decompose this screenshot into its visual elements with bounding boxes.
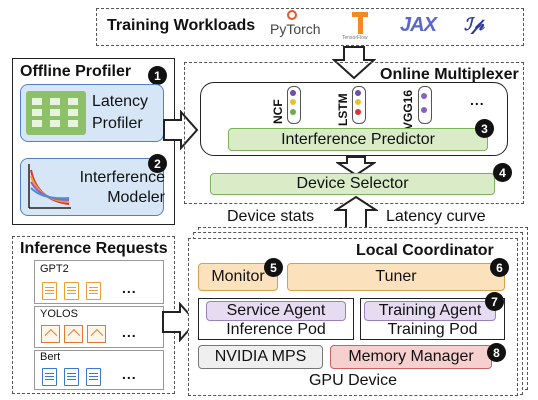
device-selector-box: Device Selector — [210, 173, 495, 195]
latency-profiler-label: Latency Profiler — [92, 93, 149, 132]
offline-profiler-title: Offline Profiler — [20, 63, 132, 80]
gpt2-doc-icon-1 — [42, 282, 57, 300]
interference-modeler-box — [20, 158, 164, 216]
training-pod-box — [360, 298, 505, 340]
local-coordinator-title: Local Coordinator — [356, 242, 494, 259]
yolos-image-icon-1 — [41, 325, 60, 343]
nvidia-mps-box: NVIDIA MPS — [198, 345, 323, 369]
bert-doc-icon-2 — [64, 368, 79, 386]
pytorch-logo: PyTorch — [270, 21, 321, 37]
yolos-image-icon-3 — [87, 325, 106, 343]
badge-3: 3 — [475, 119, 494, 138]
badge-2: 2 — [148, 154, 167, 173]
gpu-device-label: GPU Device — [308, 372, 398, 389]
online-multiplexer-title: Online Multiplexer — [380, 66, 519, 83]
training-workloads-title: Training Workloads — [107, 17, 256, 34]
tensorflow-logo: TensorFlow — [342, 35, 368, 41]
curve-chart-icon — [28, 164, 71, 209]
training-pod-label: Training Pod — [387, 321, 478, 338]
gpt2-doc-icon-2 — [64, 282, 79, 300]
predictor-to-selector-arrow — [336, 156, 376, 176]
interference-predictor-box: Interference Predictor — [228, 128, 488, 151]
pytorch-flame-icon — [287, 10, 297, 20]
yolos-more: ... — [122, 324, 137, 340]
service-agent-box: Service Agent — [206, 301, 346, 321]
tensorflow-icon — [352, 12, 368, 34]
training-workloads-box — [96, 8, 524, 46]
vgg16-model-icon — [418, 86, 432, 124]
deepspeed-icon: ℐ𝓅 — [464, 15, 485, 34]
badge-4: 4 — [493, 163, 512, 182]
monitor-box: Monitor — [198, 263, 278, 291]
model-label-ncf: NCF — [271, 99, 285, 124]
bert-group — [34, 350, 164, 390]
models-more-dots: ... — [470, 92, 485, 108]
tuner-box: Tuner — [287, 263, 505, 291]
jax-logo: JAX — [400, 14, 437, 36]
model-label-lstm: LSTM — [336, 93, 350, 126]
badge-8: 8 — [487, 343, 506, 362]
bert-more: ... — [122, 366, 137, 382]
latency-curve-label: Latency curve — [386, 208, 486, 225]
memory-manager-box: Memory Manager — [330, 345, 492, 369]
lstm-model-icon — [352, 86, 366, 124]
gpt2-more: ... — [122, 280, 137, 296]
ncf-model-icon — [287, 86, 301, 124]
badge-6: 6 — [490, 258, 509, 277]
badge-1: 1 — [148, 66, 167, 85]
yolos-image-icon-2 — [64, 325, 83, 343]
gpt2-group — [34, 260, 164, 304]
yolos-label: YOLOS — [40, 308, 78, 320]
interference-modeler-label: Interference Modeler — [79, 169, 165, 206]
inference-pod-box — [198, 298, 354, 340]
bert-label: Bert — [40, 351, 61, 363]
bert-doc-icon-1 — [42, 368, 57, 386]
device-stats-label: Device stats — [227, 208, 315, 225]
badge-5: 5 — [264, 258, 283, 277]
gpt2-label: GPT2 — [40, 263, 69, 275]
training-agent-box: Training Agent — [364, 301, 496, 321]
model-label-vgg16: VGG16 — [401, 89, 415, 130]
jax-icon: JAX — [400, 14, 437, 37]
offline-profiler-box — [12, 58, 175, 225]
badge-7: 7 — [485, 292, 504, 311]
inference-pod-label: Inference Pod — [226, 321, 326, 338]
gpt2-doc-icon-3 — [86, 282, 101, 300]
predictor-container — [200, 82, 508, 156]
inference-requests-title: Inference Requests — [20, 240, 168, 257]
offline-to-online-arrow — [163, 110, 199, 150]
bert-doc-icon-3 — [86, 368, 101, 386]
calendar-grid-icon — [26, 91, 86, 135]
